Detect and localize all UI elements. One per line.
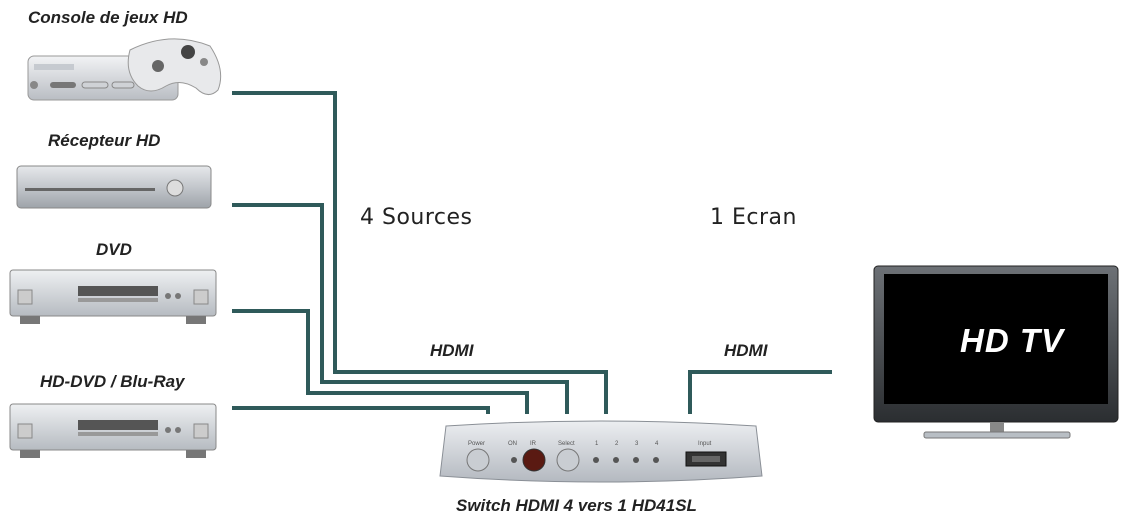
hd-tv-image xyxy=(873,265,1119,439)
bluray-label: HD-DVD / Blu-Ray xyxy=(40,372,185,391)
bluray-player-image xyxy=(9,403,217,458)
port-4-label: 4 xyxy=(655,441,659,447)
cable-tv xyxy=(688,370,832,414)
select-button xyxy=(556,448,580,472)
dvd-label: DVD xyxy=(96,240,132,259)
console-label: Console de jeux HD xyxy=(28,8,188,27)
on-label: ON xyxy=(508,441,517,447)
receiver-label: Récepteur HD xyxy=(48,131,161,150)
hdmi-input-label: HDMI xyxy=(430,341,474,360)
ir-label: IR xyxy=(530,441,536,447)
port-2-label: 2 xyxy=(615,441,619,447)
hdmi-switch-image xyxy=(439,420,763,483)
dvd-player-image xyxy=(9,269,217,324)
ir-window xyxy=(522,448,546,472)
screen-caption: 1 Ecran xyxy=(710,205,797,230)
power-label: Power xyxy=(468,441,486,447)
tv-screen-text: HD TV xyxy=(960,322,1064,359)
output-port-label: Input xyxy=(698,441,712,447)
hdmi-output-label: HDMI xyxy=(724,341,768,360)
port-1-label: 1 xyxy=(595,441,599,447)
switch-caption: Switch HDMI 4 vers 1 HD41SL xyxy=(456,496,697,515)
cable-receiver xyxy=(232,203,569,414)
power-button xyxy=(466,448,490,472)
game-console-image xyxy=(27,38,222,101)
port-3-label: 3 xyxy=(635,441,639,447)
select-label: Select xyxy=(558,441,575,447)
cable-console xyxy=(232,91,608,414)
cable-bluray xyxy=(232,406,490,414)
cable-dvd xyxy=(232,309,529,414)
hd-receiver-image xyxy=(16,165,212,209)
sources-caption: 4 Sources xyxy=(360,205,473,230)
